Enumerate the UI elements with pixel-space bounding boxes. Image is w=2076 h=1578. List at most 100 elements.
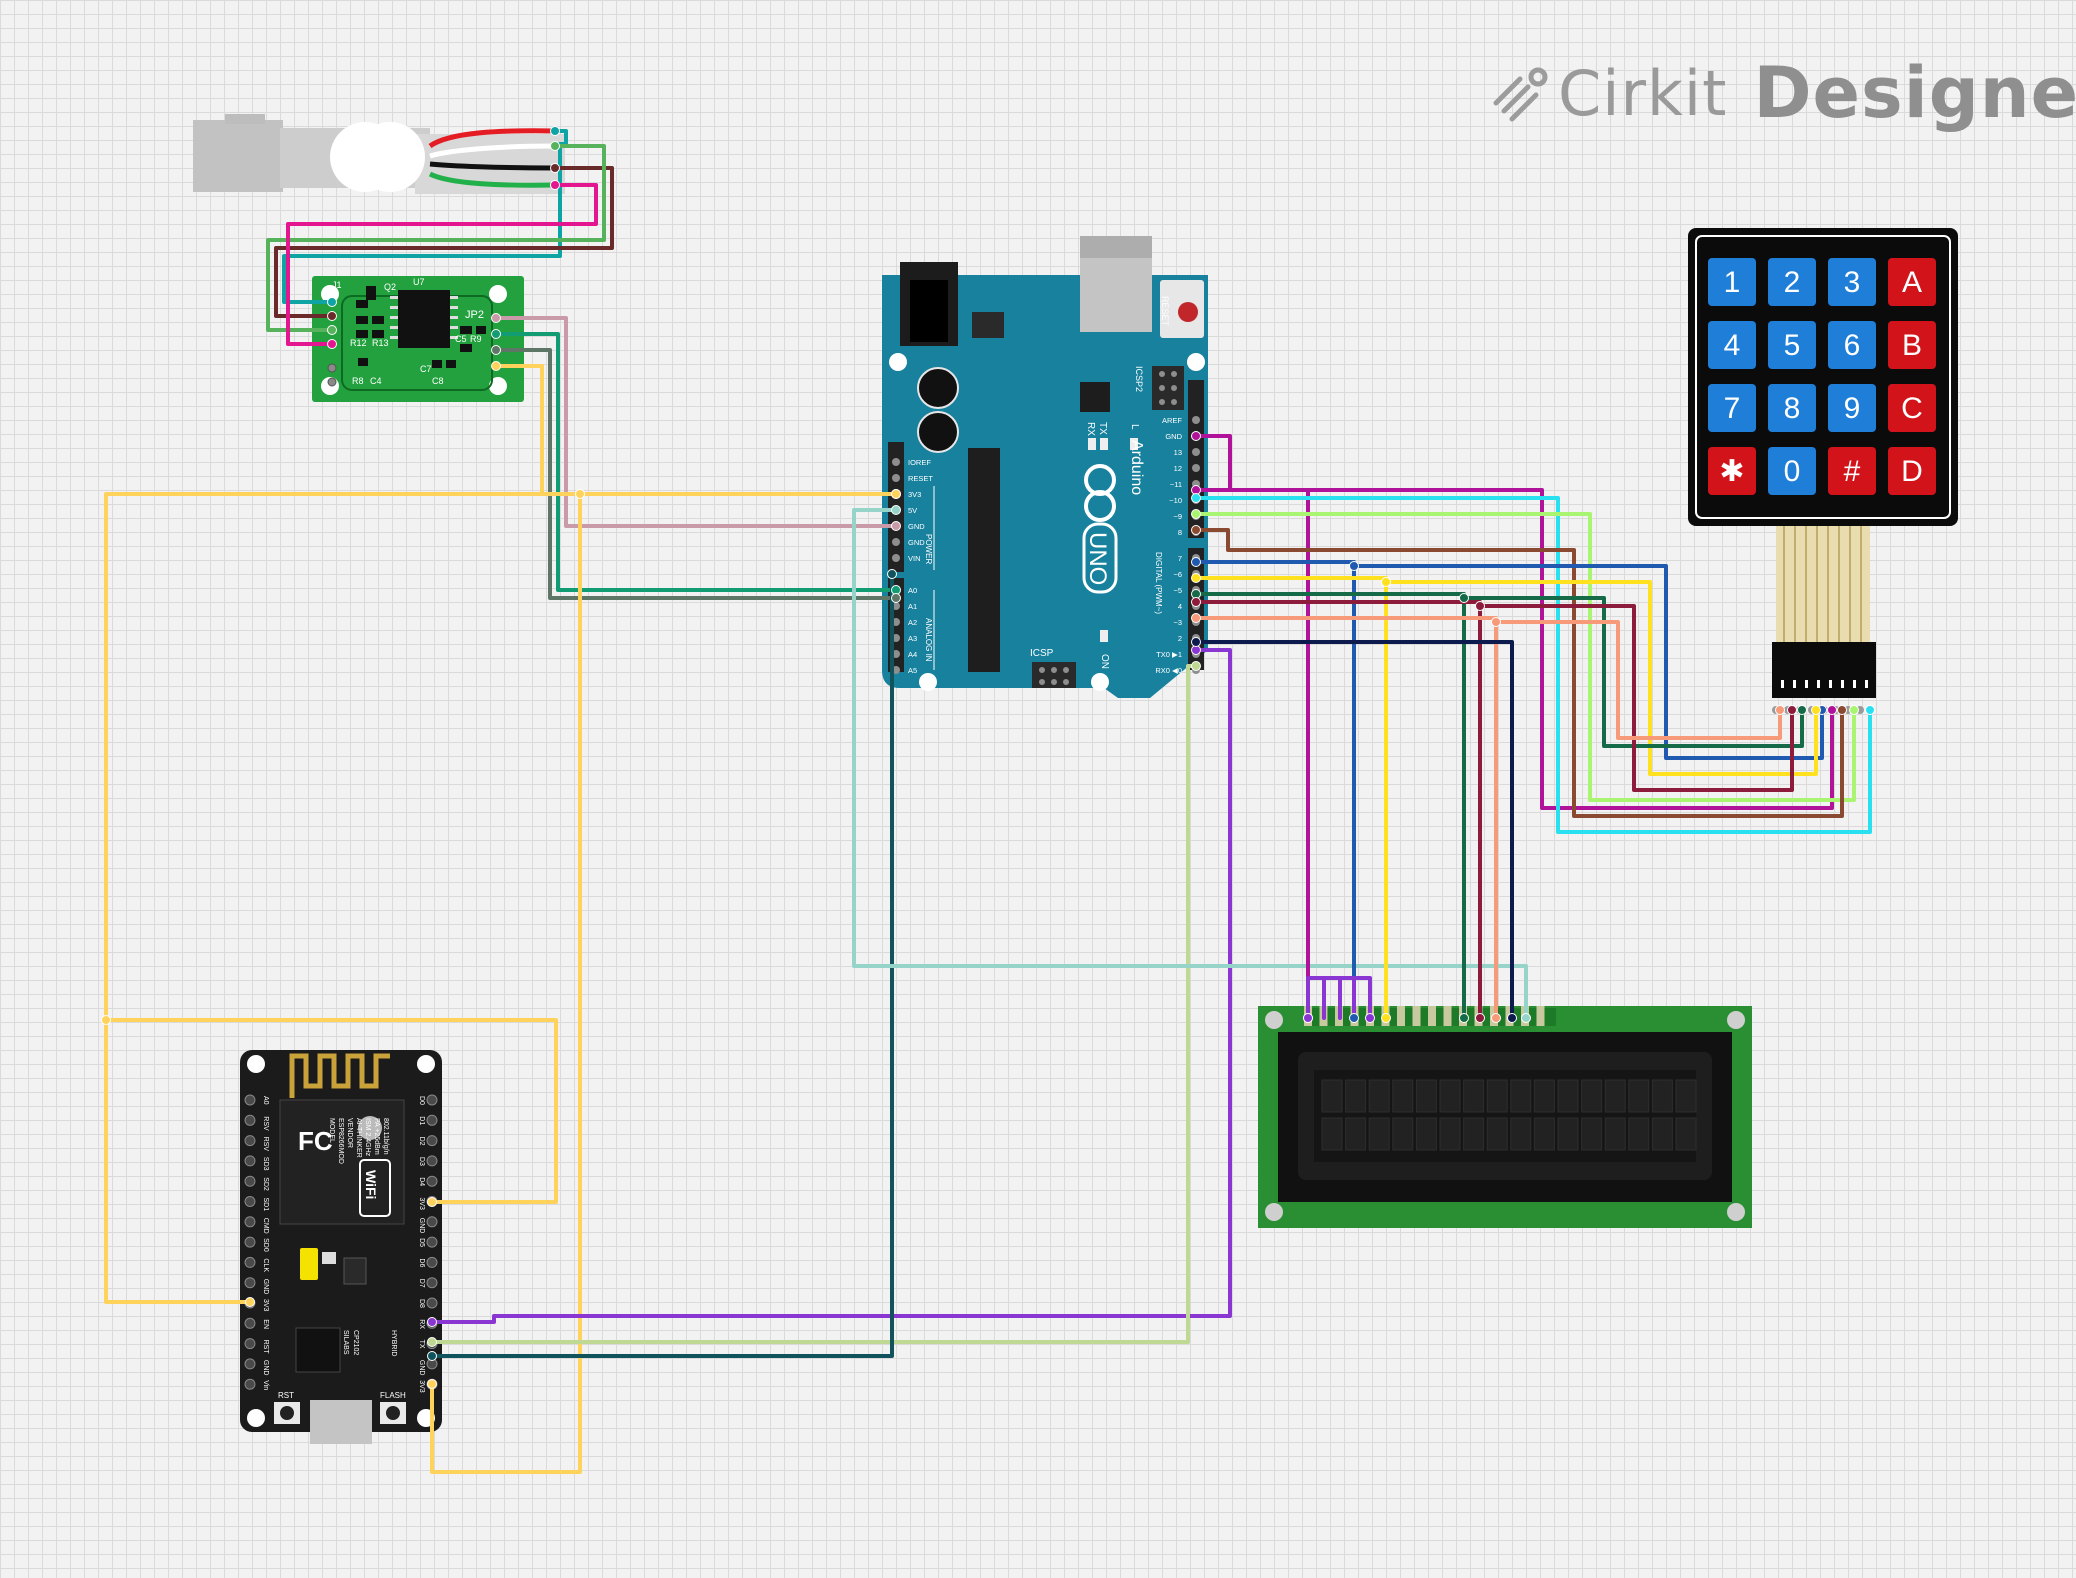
- keypad-key-cap[interactable]: [1708, 321, 1756, 369]
- load-cell-green-lead: [428, 171, 556, 188]
- arduino-pin-ioref[interactable]: [892, 458, 900, 466]
- esp8266-chip-line-0: MODEL: [328, 1118, 335, 1143]
- load-cell-mount: [225, 114, 265, 124]
- keypad-key-3-2[interactable]: #: [1828, 447, 1876, 495]
- esp8266-right-pin-6[interactable]: [426, 1216, 438, 1228]
- load-cell[interactable]: [193, 114, 565, 194]
- keypad-key-1-2[interactable]: 6: [1828, 321, 1876, 369]
- esp8266-left-pin-12[interactable]: [244, 1338, 256, 1350]
- esp8266-chip-line-1: ESP8266MOD: [337, 1118, 344, 1164]
- lcd-16x2[interactable]: [1258, 1006, 1752, 1228]
- wire-endpoint: [575, 489, 585, 499]
- keypad-key-cap[interactable]: [1888, 258, 1936, 306]
- wire-hx711-dt-a0: [494, 332, 898, 592]
- arduino-reset-knob[interactable]: [1178, 302, 1198, 322]
- keypad-key-cap[interactable]: [1768, 447, 1816, 495]
- lcd-pin-9[interactable]: [1428, 1006, 1436, 1026]
- esp8266-right-pin-0[interactable]: [426, 1094, 438, 1106]
- keypad-key-3-0[interactable]: ✱: [1708, 447, 1756, 495]
- arduino-pin-gnd[interactable]: [892, 538, 900, 546]
- keypad-key-0-3[interactable]: A: [1888, 258, 1936, 306]
- keypad-key-1-1[interactable]: 5: [1768, 321, 1816, 369]
- esp8266-left-pin-11[interactable]: [244, 1317, 256, 1329]
- arduino-pin-vin[interactable]: [892, 554, 900, 562]
- keypad-key-cap[interactable]: [1888, 447, 1936, 495]
- wire-endpoint: [1521, 1013, 1531, 1023]
- wire-endpoint: [427, 1337, 437, 1347]
- lcd-pin-8[interactable]: [1412, 1006, 1421, 1026]
- arduino-pin-reset[interactable]: [892, 474, 900, 482]
- keypad-key-label: 0: [1784, 455, 1801, 488]
- arduino-pin-top-2[interactable]: [1192, 448, 1200, 456]
- hx711-module[interactable]: J1 Q2 U7 JP2 R12 R13 R8 C4 C5 C7 C8 R9: [312, 276, 524, 402]
- keypad-key-cap[interactable]: [1768, 384, 1816, 432]
- keypad-key-0-1[interactable]: 2: [1768, 258, 1816, 306]
- esp8266-left-pin-8[interactable]: [244, 1256, 256, 1268]
- esp8266-left-pin-14[interactable]: [244, 1378, 256, 1390]
- arduino-label-bottom-2: ~5: [1173, 586, 1182, 595]
- esp8266-left-pin-3[interactable]: [244, 1155, 256, 1167]
- arduino-pin-top-3[interactable]: [1192, 464, 1200, 472]
- lcd-pin-7[interactable]: [1397, 1006, 1405, 1026]
- lcd-pin-16[interactable]: [1536, 1006, 1545, 1026]
- esp8266-right-pin-2[interactable]: [426, 1135, 438, 1147]
- esp8266-left-pin-4[interactable]: [244, 1175, 256, 1187]
- esp8266-right-pin-3[interactable]: [426, 1155, 438, 1167]
- esp8266-right-pin-1[interactable]: [426, 1114, 438, 1126]
- lcd-pin-10[interactable]: [1443, 1006, 1452, 1026]
- keypad-key-cap[interactable]: [1888, 384, 1936, 432]
- keypad-key-2-1[interactable]: 8: [1768, 384, 1816, 432]
- wire-endpoint: [1775, 705, 1785, 715]
- esp8266-regulator: [343, 1257, 367, 1285]
- keypad-key-cap[interactable]: [1828, 447, 1876, 495]
- esp8266-right-pin-8[interactable]: [426, 1256, 438, 1268]
- wire-endpoint: [1381, 1013, 1391, 1023]
- keypad-key-2-3[interactable]: C: [1888, 384, 1936, 432]
- esp8266-flash-knob[interactable]: [386, 1406, 400, 1420]
- wire-endpoints: [101, 126, 1875, 1389]
- esp8266-left-pin-6[interactable]: [244, 1216, 256, 1228]
- keypad-key-0-0[interactable]: 1: [1708, 258, 1756, 306]
- esp8266-right-pin-4[interactable]: [426, 1175, 438, 1187]
- keypad-key-cap[interactable]: [1828, 384, 1876, 432]
- hx711-chip: [398, 290, 450, 348]
- keypad-key-cap[interactable]: [1768, 321, 1816, 369]
- keypad-key-3-1[interactable]: 0: [1768, 447, 1816, 495]
- keypad-key-cap[interactable]: [1888, 321, 1936, 369]
- arduino-uno[interactable]: RESET ICSP ICSP2 RX TX L: [882, 236, 1208, 698]
- keypad-key-cap[interactable]: [1708, 447, 1756, 495]
- arduino-chip-small: [1080, 382, 1110, 412]
- esp8266-right-pin-10[interactable]: [426, 1297, 438, 1309]
- keypad-key-2-0[interactable]: 7: [1708, 384, 1756, 432]
- hx711-smd-parts: [356, 286, 486, 368]
- keypad-key-1-3[interactable]: B: [1888, 321, 1936, 369]
- keypad-key-1-0[interactable]: 4: [1708, 321, 1756, 369]
- keypad-key-cap[interactable]: [1768, 258, 1816, 306]
- esp8266-silabs: SILABS: [342, 1330, 349, 1355]
- arduino-pin-top-0[interactable]: [1192, 416, 1200, 424]
- keypad-key-label: 7: [1724, 392, 1741, 425]
- arduino-icsp2-header: [1152, 366, 1184, 410]
- keypad-key-label: 2: [1784, 266, 1801, 299]
- esp8266-left-pin-7[interactable]: [244, 1236, 256, 1248]
- keypad-key-0-2[interactable]: 3: [1828, 258, 1876, 306]
- keypad-key-cap[interactable]: [1708, 384, 1756, 432]
- keypad-key-cap[interactable]: [1708, 258, 1756, 306]
- keypad-key-3-3[interactable]: D: [1888, 447, 1936, 495]
- keypad-key-2-2[interactable]: 9: [1828, 384, 1876, 432]
- esp8266-left-pin-13[interactable]: [244, 1358, 256, 1370]
- keypad-key-cap[interactable]: [1828, 258, 1876, 306]
- keypad-key-cap[interactable]: [1828, 321, 1876, 369]
- esp8266-right-pin-7[interactable]: [426, 1236, 438, 1248]
- esp8266-left-pin-9[interactable]: [244, 1277, 256, 1289]
- esp8266-right-pin-9[interactable]: [426, 1277, 438, 1289]
- esp8266-left-pin-2[interactable]: [244, 1135, 256, 1147]
- esp8266-left-pin-1[interactable]: [244, 1114, 256, 1126]
- esp8266-rst-knob[interactable]: [280, 1406, 294, 1420]
- esp8266-left-pin-0[interactable]: [244, 1094, 256, 1106]
- esp8266-left-pin-5[interactable]: [244, 1196, 256, 1207]
